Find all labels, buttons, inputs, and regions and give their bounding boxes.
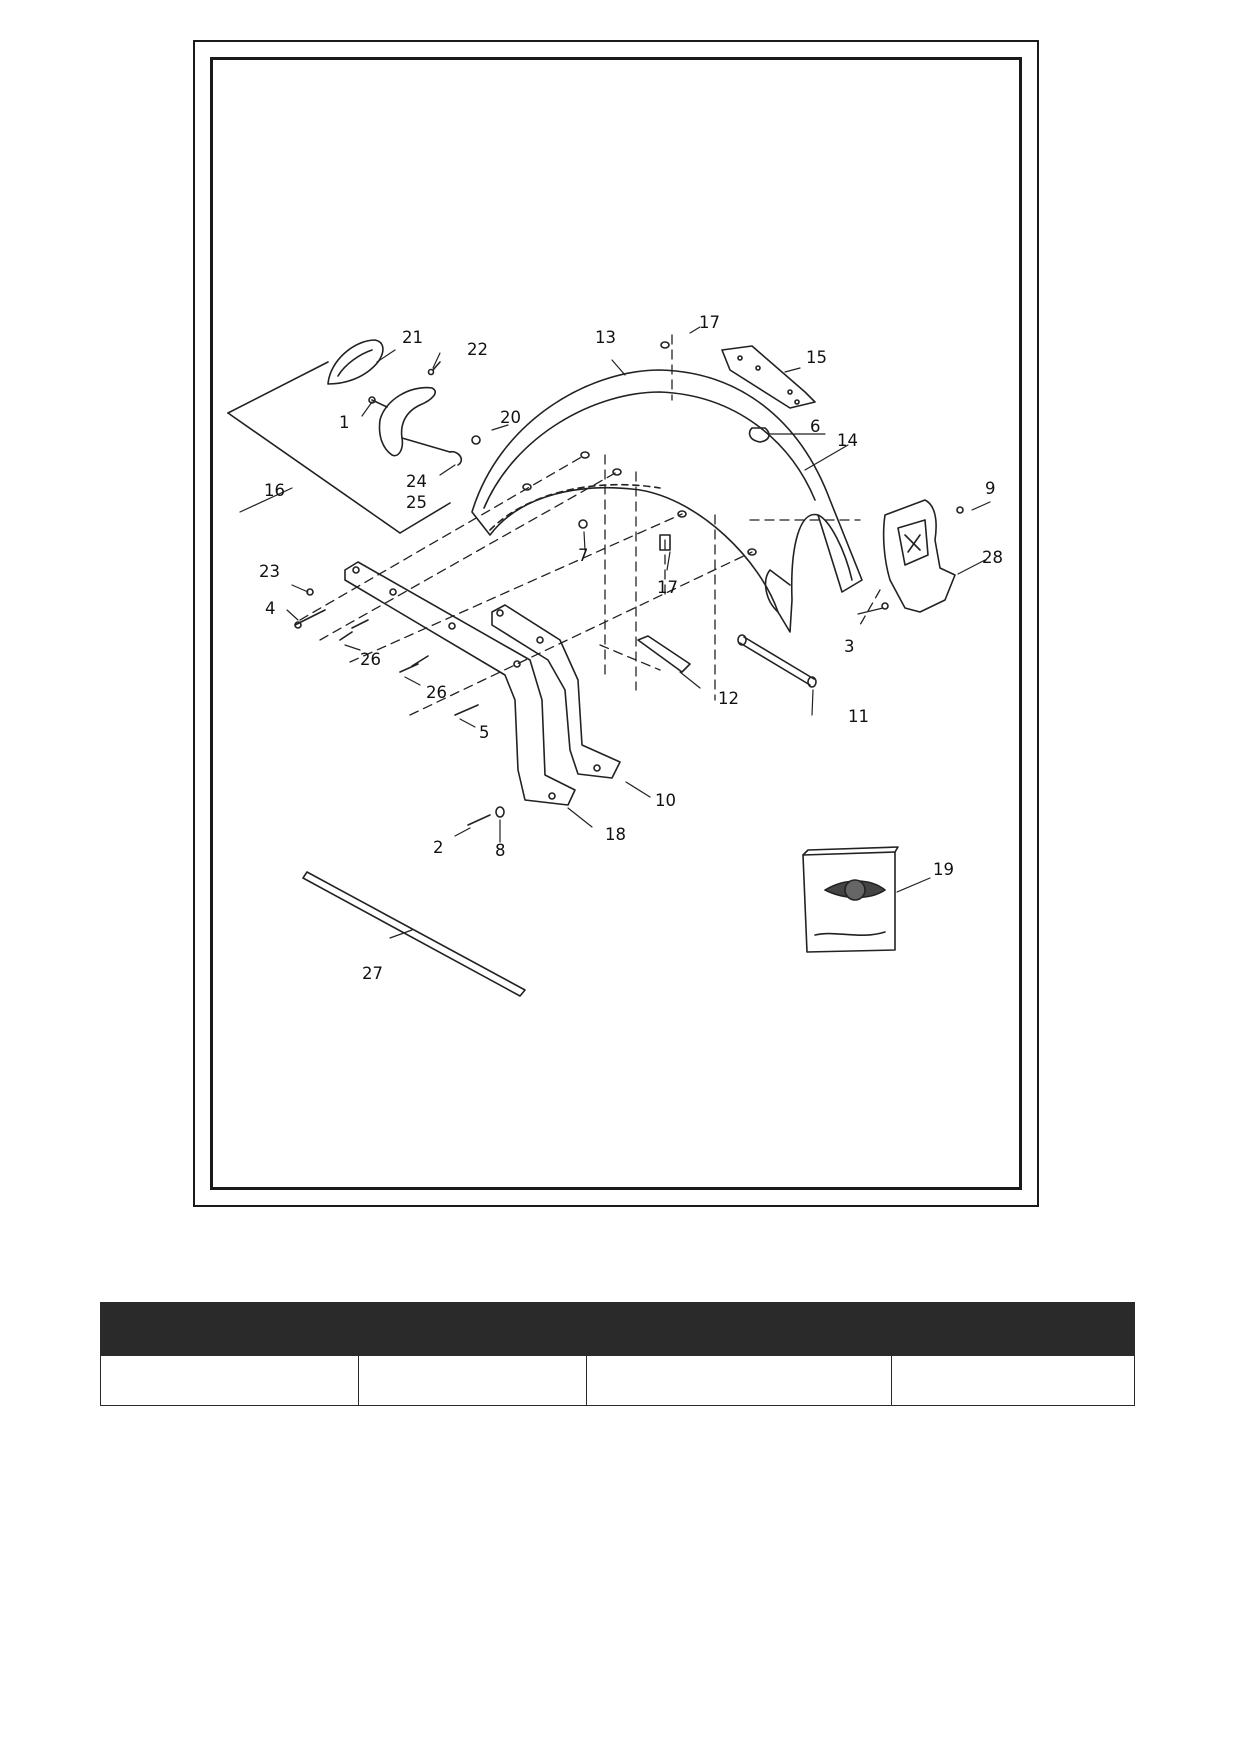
assembly-lines — [299, 334, 881, 716]
license-bracket — [882, 499, 956, 613]
gasket-outline — [227, 361, 451, 534]
callout-18: 18 — [605, 825, 626, 844]
rear-fender — [471, 369, 863, 633]
callout-11: 11 — [848, 707, 869, 726]
parts-table — [100, 1302, 1135, 1406]
callout-23: 23 — [259, 562, 280, 581]
callout-17-top: 17 — [699, 313, 720, 332]
callout-17-mid: 17 — [657, 578, 678, 597]
callout-20: 20 — [500, 408, 521, 427]
leader-lines — [239, 326, 991, 939]
callout-6: 6 — [810, 417, 821, 436]
table-row — [100, 1355, 1135, 1406]
callout-2: 2 — [433, 838, 444, 857]
callout-10: 10 — [655, 791, 676, 810]
diagram-outer-frame — [193, 40, 1039, 1207]
callout-1: 1 — [339, 413, 350, 432]
parts-table-header-cell — [100, 1302, 359, 1356]
callout-15: 15 — [806, 348, 827, 367]
parts-table-cell — [100, 1355, 359, 1406]
callout-3: 3 — [844, 637, 855, 656]
callout-26-upper: 26 — [360, 650, 381, 669]
left-support-rail — [344, 561, 576, 806]
callout-12: 12 — [718, 689, 739, 708]
callout-8: 8 — [495, 841, 506, 860]
callout-25: 25 — [406, 493, 427, 512]
fender-tip-ornament — [327, 339, 384, 385]
callout-24: 24 — [406, 472, 427, 491]
diagram-inner-frame — [210, 57, 1022, 1190]
callout-13: 13 — [595, 328, 616, 347]
fender-plate — [721, 345, 816, 409]
callout-14: 14 — [837, 431, 858, 450]
callout-22: 22 — [467, 340, 488, 359]
callout-27: 27 — [362, 964, 383, 983]
callout-28: 28 — [982, 548, 1003, 567]
parts-table-header-cell — [586, 1302, 892, 1356]
callout-21: 21 — [402, 328, 423, 347]
parts-table-header-cell — [358, 1302, 587, 1356]
parts-table-header-cell — [891, 1302, 1135, 1356]
tip-bracket — [378, 386, 451, 457]
callout-26-lower: 26 — [426, 683, 447, 702]
parts-table-cell — [358, 1355, 587, 1406]
parts-table-header-row — [100, 1302, 1135, 1356]
right-support-rail — [491, 604, 621, 779]
instruction-kit-box — [802, 846, 899, 953]
parts-table-cell — [586, 1355, 892, 1406]
long-bolt — [737, 634, 817, 688]
callout-4: 4 — [265, 599, 276, 618]
callout-7: 7 — [578, 546, 589, 565]
callout-16: 16 — [264, 481, 285, 500]
parts-table-cell — [891, 1355, 1135, 1406]
callout-5: 5 — [479, 723, 490, 742]
callout-19: 19 — [933, 860, 954, 879]
mounting-bar — [637, 635, 691, 673]
callout-9: 9 — [985, 479, 996, 498]
trim-strip — [302, 871, 526, 997]
